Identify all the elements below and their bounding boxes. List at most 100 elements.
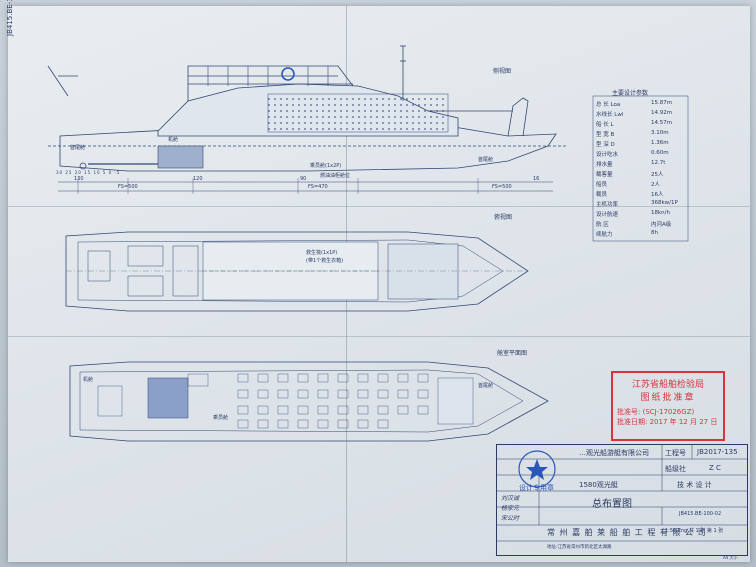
param-row: 航 区 内河A级 xyxy=(596,220,686,228)
param-label: 续航力 xyxy=(596,232,613,238)
frame-numbers: 30 25 20 15 10 5 0 -5 xyxy=(56,170,121,175)
param-value: 25人 xyxy=(651,172,664,178)
param-row: 设计航速 18kn/h xyxy=(596,210,686,218)
dim-16: 16 xyxy=(533,176,540,182)
tb-project-label: 工程号 xyxy=(665,449,686,457)
param-value: 15.87m xyxy=(651,100,673,106)
param-value: 3.10m xyxy=(651,130,669,136)
tb-address: 地址:江苏省常州市新北区太湖路 xyxy=(547,545,612,550)
param-row: 载客量 25人 xyxy=(596,170,686,178)
tb-client: …观光船游艇有限公司 xyxy=(579,449,649,457)
param-label: 设计航速 xyxy=(596,212,619,218)
tb-seal-text: 设计专用章 xyxy=(519,484,554,492)
param-value: 18kn/h xyxy=(651,210,671,216)
param-label: 船 长 L xyxy=(596,122,614,128)
tb-scale: 1:50 xyxy=(665,528,677,534)
param-row: 船 长 L 14.57m xyxy=(596,120,686,128)
param-value: 16人 xyxy=(651,192,664,198)
side-view xyxy=(47,45,568,194)
params-title: 主要设计参数 xyxy=(612,90,649,97)
tb-scale-row: 1:50 Eng 共 1 张 第 1 张 xyxy=(665,527,723,534)
paper-size-note: A4 大小 xyxy=(723,555,738,560)
dim-fs470: FS=470 xyxy=(308,184,328,190)
stamp-line1: 江苏省船舶检验局 xyxy=(631,380,704,390)
tb-company: 常 州 嘉 舶 莱 船 舶 工 程 有 限 公 司 xyxy=(547,528,707,537)
title-block: …观光船游艇有限公司 工程号 JB2017-135 设计专用章 船级社 Z C … xyxy=(496,444,748,556)
param-label: 航 区 xyxy=(596,222,609,228)
label-engine-room: 机舱 xyxy=(168,137,179,143)
title-block-grid xyxy=(497,445,747,542)
param-row: 排水量 12.7t xyxy=(596,160,686,168)
tb-ship-type-label: 船级社 xyxy=(665,465,686,473)
param-row: 续航力 8h xyxy=(596,230,686,238)
dim-90: 90 xyxy=(300,176,307,182)
cabin-plan-view xyxy=(69,361,549,442)
plan-label-passenger: 乘员舱 xyxy=(213,415,229,421)
param-row: 船员 2人 xyxy=(596,180,686,188)
dim-fs500-right: FS=500 xyxy=(492,184,512,190)
param-value: 8h xyxy=(651,230,658,236)
param-label: 型 宽 B xyxy=(596,132,615,138)
param-label: 载客量 xyxy=(596,172,613,178)
stamp-approval-label: 批准号: xyxy=(617,408,641,416)
tb-design-stage: 技 术 设 计 xyxy=(677,481,712,489)
params-table-frame xyxy=(592,95,689,242)
approval-stamp: 江苏省船舶检验局 图纸批准章 批准号: (SCJ-17026GZ) 批准日期: … xyxy=(611,371,725,441)
stamp-date-label: 批准日期: xyxy=(617,418,648,426)
param-row: 设计吃水 0.60m xyxy=(596,150,686,158)
label-head-cabin: 首尾舱 xyxy=(70,145,86,151)
param-row: 主机功率 368kw/1P xyxy=(596,200,686,208)
tb-sheet-no: 第 1 张 xyxy=(706,528,724,534)
plan-label-tail: 首尾舱 xyxy=(478,383,494,389)
param-label: 型 深 D xyxy=(596,142,615,148)
param-label: 船员 xyxy=(596,182,608,188)
tb-sheets-total: 共 1 张 xyxy=(688,528,706,534)
param-value: 0.60m xyxy=(651,150,669,156)
param-value: 2人 xyxy=(651,182,660,188)
stamp-date: 2017 年 12 月 27 日 xyxy=(649,418,718,426)
fold-line xyxy=(8,206,750,207)
tb-drawing-no: JB415.BE-100-02 xyxy=(679,511,722,517)
dim-130: 130 xyxy=(74,176,84,182)
side-view-title: 侧视图 xyxy=(493,68,512,75)
deck-view xyxy=(65,231,529,312)
tb-drawing-name: 总布置图 xyxy=(592,499,632,510)
param-row: 载员 16人 xyxy=(596,190,686,198)
param-label: 排水量 xyxy=(596,162,613,168)
ship-drawings xyxy=(47,45,689,442)
label-passenger-cabin: 乘员舱(1x2P) xyxy=(310,163,342,169)
tb-signature-3: 宋公时 xyxy=(501,515,520,522)
dim-120: 120 xyxy=(193,176,203,182)
param-row: 总 长 Loa 15.87m xyxy=(596,100,686,108)
param-label: 载员 xyxy=(596,192,608,198)
param-value: 14.92m xyxy=(651,110,673,116)
param-label: 总 长 Loa xyxy=(596,102,621,108)
param-value: 14.57m xyxy=(651,120,673,126)
tb-scale-unit: Eng xyxy=(677,528,688,534)
tb-project-no: JB2017-135 xyxy=(697,448,738,456)
drawing-sheet: JB415.BE-100-02 xyxy=(6,0,750,562)
param-value: 1.36m xyxy=(651,140,669,146)
tb-signature-1: 刘汉诚 xyxy=(501,495,520,502)
tb-signature-2: 杨家元 xyxy=(501,505,520,512)
label-fuel-tank: 燃油油柜舱位 xyxy=(320,173,351,179)
fold-line xyxy=(8,336,750,337)
label-tail-cabin: 首尾舱 xyxy=(478,157,494,163)
deck-note-1: 救生筏(1x1P) xyxy=(306,250,338,256)
param-label: 设计吃水 xyxy=(596,152,619,158)
tb-ship-name: 1580观光艇 xyxy=(579,481,618,489)
param-value: 内河A级 xyxy=(651,222,672,228)
dim-fs500-left: FS=500 xyxy=(118,184,138,190)
param-value: 368kw/1P xyxy=(651,200,678,206)
tb-ship-type-value: Z C xyxy=(709,464,721,472)
param-value: 12.7t xyxy=(651,160,666,166)
plan-label-engine: 机舱 xyxy=(83,377,94,383)
stamp-approval-no: (SCJ-17026GZ) xyxy=(642,408,695,416)
stamp-line2: 图纸批准章 xyxy=(640,393,696,403)
deck-note-2: (带1个救生衣箱) xyxy=(306,258,344,264)
param-row: 型 深 D 1.36m xyxy=(596,140,686,148)
param-label: 主机功率 xyxy=(596,202,619,208)
param-row: 型 宽 B 3.10m xyxy=(596,130,686,138)
